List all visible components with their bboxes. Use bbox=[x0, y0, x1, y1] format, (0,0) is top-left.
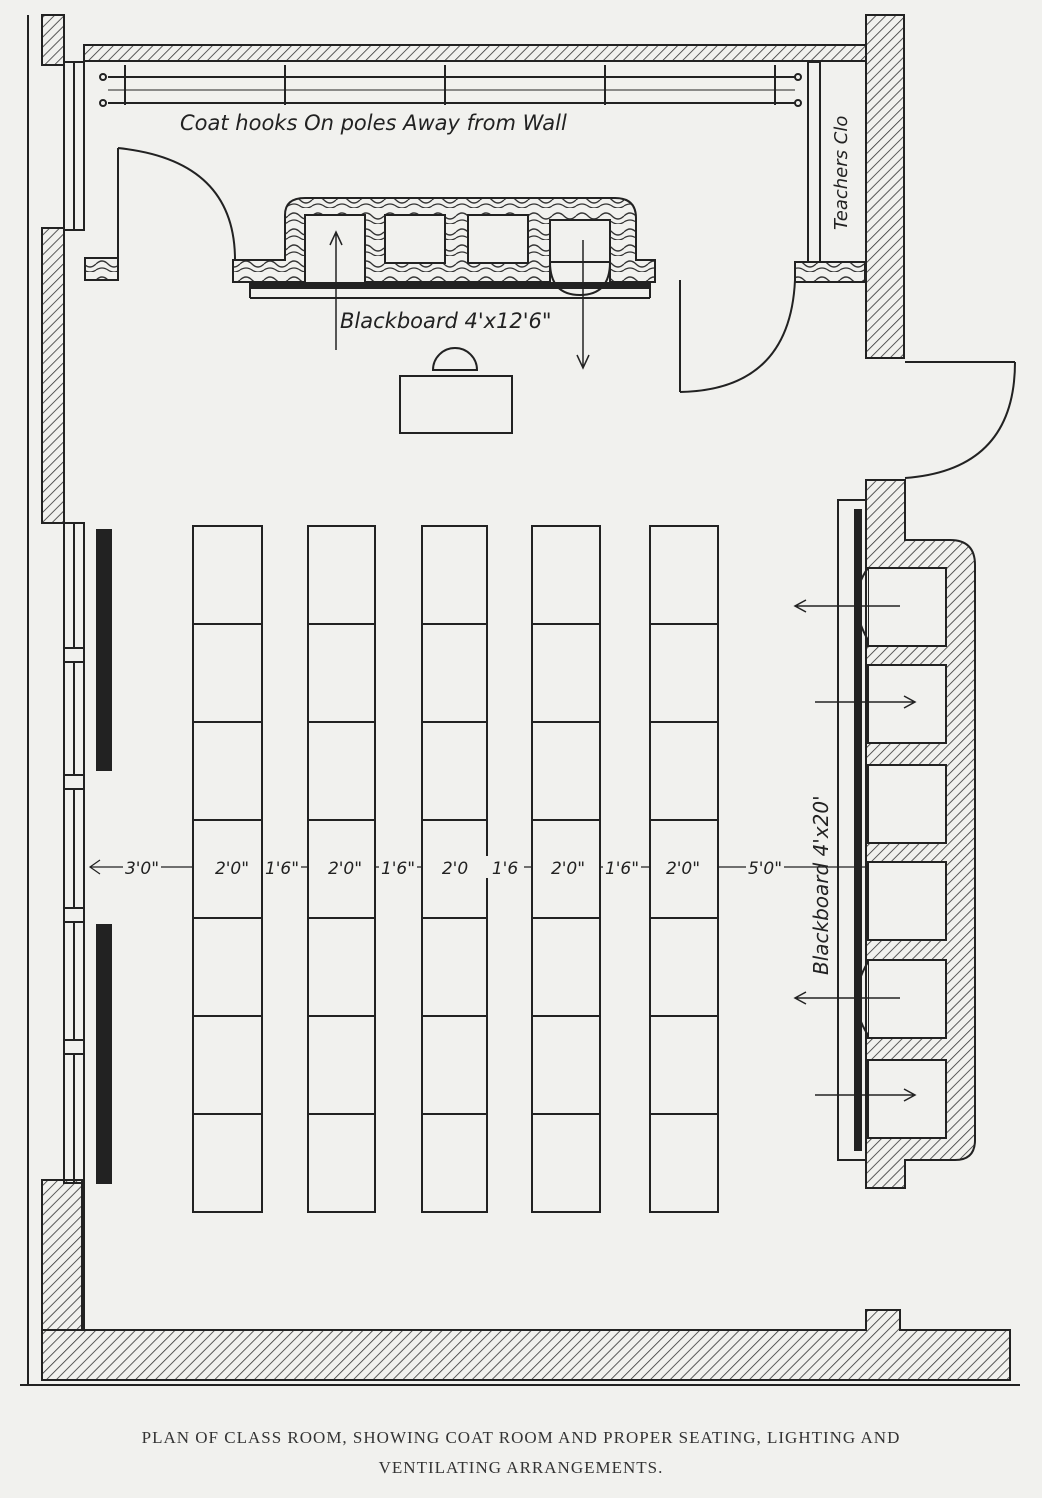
ventilation-arrows bbox=[793, 599, 917, 1102]
dimension-label: 2'0" bbox=[328, 859, 362, 879]
dimension-label-bg bbox=[746, 856, 784, 878]
side-blackboard-label: Blackboard 4'x20' bbox=[809, 795, 833, 975]
dimension-label-bg bbox=[379, 856, 417, 878]
student-desk bbox=[192, 1015, 263, 1115]
caption-line-1: PLAN OF CLASS ROOM, SHOWING COAT ROOM AN… bbox=[141, 1428, 901, 1447]
teachers-closet-label: Teachers Clo bbox=[831, 116, 852, 230]
entrance-door bbox=[904, 361, 1016, 479]
student-desk bbox=[421, 623, 488, 723]
student-desk bbox=[531, 1015, 601, 1115]
dimension-label: 1'6" bbox=[265, 859, 299, 879]
student-desk bbox=[649, 721, 719, 821]
dimension-label-bg bbox=[326, 856, 364, 878]
student-desk bbox=[192, 1113, 263, 1213]
dimension-label-bg bbox=[213, 856, 251, 878]
student-desk bbox=[192, 721, 263, 821]
dimension-label-bg bbox=[549, 856, 587, 878]
student-desk bbox=[531, 623, 601, 723]
window-shade bbox=[96, 924, 112, 1184]
dimension-label-bg bbox=[436, 856, 474, 878]
student-desk bbox=[421, 721, 488, 821]
student-desks bbox=[192, 525, 719, 1213]
side-blackboard bbox=[854, 509, 862, 1151]
teacher-chair bbox=[431, 347, 479, 371]
coat-room-door bbox=[117, 147, 236, 265]
student-desk bbox=[192, 525, 263, 625]
student-desk bbox=[421, 1015, 488, 1115]
front-blackboard bbox=[249, 282, 651, 289]
student-desk bbox=[421, 1113, 488, 1213]
left-windows bbox=[63, 61, 85, 1184]
left-wall-upper bbox=[41, 14, 65, 66]
door-swing bbox=[679, 279, 796, 393]
dimension-label: 1'6" bbox=[605, 859, 639, 879]
student-desk bbox=[649, 1015, 719, 1115]
student-desk bbox=[531, 721, 601, 821]
dimension-label: 2'0" bbox=[215, 859, 249, 879]
student-desk bbox=[307, 1015, 376, 1115]
student-desk bbox=[307, 525, 376, 625]
coat-hooks-label: Coat hooks On poles Away from Wall bbox=[180, 111, 567, 135]
dimension-label-bg bbox=[664, 856, 702, 878]
student-desk bbox=[649, 1113, 719, 1213]
student-desk bbox=[192, 623, 263, 723]
dimension-label-bg bbox=[603, 856, 641, 878]
student-desk bbox=[649, 623, 719, 723]
caption-line-2: VENTILATING ARRANGEMENTS. bbox=[378, 1458, 664, 1477]
dimension-labels: 3'0" 2'0" 1'6" 2'0" 1'6" 2'0 1'6 2'0" 1'6" 2'0" 5'… bbox=[123, 856, 784, 879]
teachers-closet-wall bbox=[807, 61, 821, 265]
teacher-desk bbox=[399, 375, 513, 434]
dimension-label-bg bbox=[263, 856, 301, 878]
student-desk bbox=[307, 917, 376, 1017]
left-wall-lower bbox=[41, 1179, 83, 1331]
right-wall-upper bbox=[865, 14, 905, 359]
dimension-label: 1'6 bbox=[492, 859, 518, 879]
student-desk bbox=[531, 1113, 601, 1213]
student-desk bbox=[307, 721, 376, 821]
dimension-label: 5'0" bbox=[748, 859, 782, 879]
left-wall-pier bbox=[41, 227, 65, 524]
dimension-label: 3'0" bbox=[125, 859, 159, 879]
student-desk bbox=[307, 1113, 376, 1213]
dimension-label: 1'6" bbox=[381, 859, 415, 879]
dimension-label: 2'0" bbox=[551, 859, 585, 879]
dimension-label-bg bbox=[123, 856, 161, 878]
window-shade bbox=[96, 529, 112, 771]
student-desk bbox=[192, 917, 263, 1017]
student-desk bbox=[649, 525, 719, 625]
student-desk bbox=[307, 623, 376, 723]
student-desk bbox=[531, 525, 601, 625]
bottom-wall bbox=[41, 1309, 1011, 1381]
front-blackboard-label: Blackboard 4'x12'6" bbox=[340, 309, 552, 333]
student-desk bbox=[421, 525, 488, 625]
dimension-label: 2'0" bbox=[666, 859, 700, 879]
coat-poles bbox=[99, 65, 802, 107]
student-desk bbox=[649, 917, 719, 1017]
dimension-label: 2'0 bbox=[442, 859, 468, 879]
student-desk bbox=[421, 917, 488, 1017]
top-wall bbox=[83, 44, 867, 62]
student-desk bbox=[531, 917, 601, 1017]
dimension-label-bg bbox=[486, 856, 524, 878]
